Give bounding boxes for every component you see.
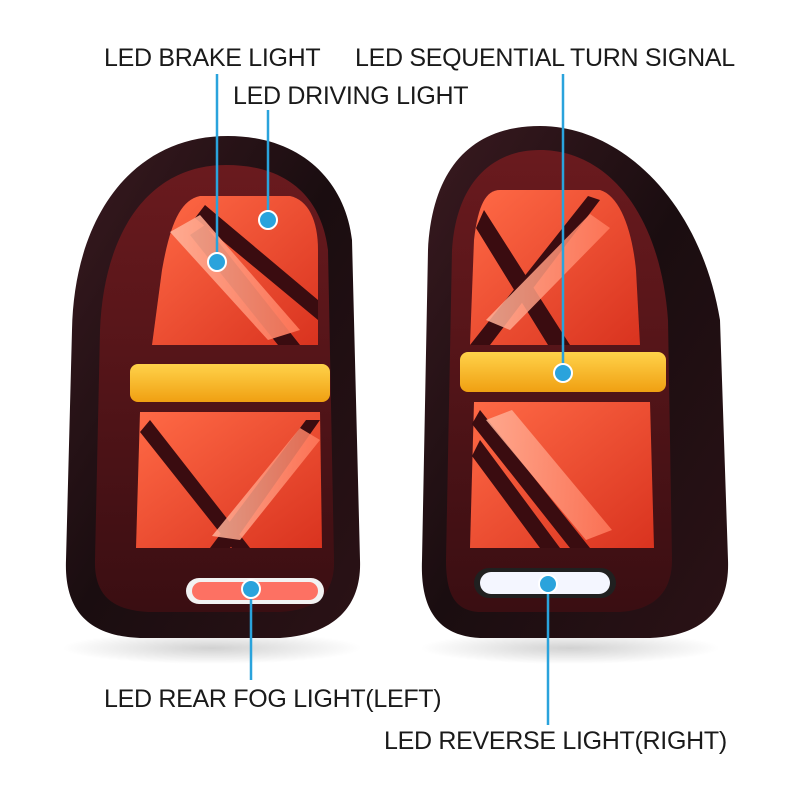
callouts bbox=[207, 74, 573, 725]
right-lower-strip bbox=[486, 410, 612, 540]
right-lamp-shadow bbox=[420, 632, 720, 664]
left-lamp-shadow bbox=[62, 632, 362, 664]
left-turn-signal-bar bbox=[130, 364, 330, 402]
driving-callout-dot bbox=[258, 210, 278, 230]
fog-light-label: LED REAR FOG LIGHT(LEFT) bbox=[104, 685, 442, 713]
left-lower-red-panel bbox=[136, 412, 322, 548]
turn-signal-label: LED SEQUENTIAL TURN SIGNAL bbox=[355, 44, 735, 72]
turn-callout-dot bbox=[553, 363, 573, 383]
fog-callout-dot bbox=[241, 579, 261, 599]
right-tail-lamp bbox=[421, 126, 729, 638]
reverse-light-label: LED REVERSE LIGHT(RIGHT) bbox=[384, 727, 727, 755]
left-upper-diagonal-bars bbox=[190, 205, 318, 345]
brake-callout-dot bbox=[207, 252, 227, 272]
left-brake-strip bbox=[170, 215, 300, 340]
right-upper-strip bbox=[486, 214, 610, 330]
left-lower-strip bbox=[212, 428, 320, 540]
right-lower-diagonal-bars bbox=[472, 410, 590, 548]
driving-light-label: LED DRIVING LIGHT bbox=[233, 82, 469, 110]
brake-light-label: LED BRAKE LIGHT bbox=[104, 44, 321, 72]
left-tail-lamp bbox=[65, 136, 361, 638]
reverse-callout-dot bbox=[538, 574, 558, 594]
